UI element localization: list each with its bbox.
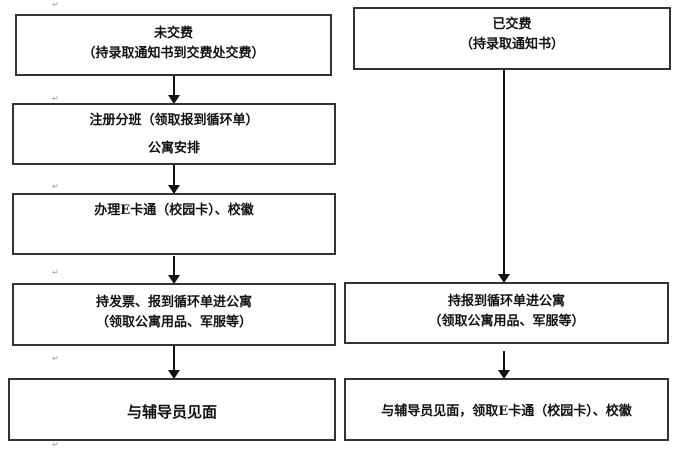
step-title: 办理E卡通（校园卡）、校徽 <box>94 203 254 218</box>
arrow-down <box>168 256 180 284</box>
arrow-down <box>498 70 510 283</box>
step-unpaid: 未交费 （持录取通知书到交费处交费） <box>15 14 332 76</box>
step-note: （持录取通知书） <box>459 37 564 52</box>
paragraph-mark: ↵ <box>52 182 59 191</box>
paragraph-mark: ↵ <box>52 0 59 9</box>
step-note: （领取公寓用品、军服等） <box>428 314 585 329</box>
arrow-down <box>168 165 180 194</box>
step-note: 公寓安排 <box>147 141 200 156</box>
arrow-down <box>168 76 180 104</box>
step-meet-counselor: 与辅导员见面 <box>8 378 336 441</box>
step-note: （持录取通知书到交费处交费） <box>82 46 265 61</box>
step-paid: 已交费 （持录取通知书） <box>353 7 671 70</box>
paragraph-mark: ↵ <box>52 354 59 363</box>
step-meet-counselor-paid: 与辅导员见面，领取E卡通（校园卡）、校徽 <box>344 378 669 441</box>
step-title: 注册分班（领取报到循环单） <box>89 113 259 128</box>
step-title: 持发票、报到循环单进公寓 <box>95 295 252 310</box>
step-register-class: 注册分班（领取报到循环单） 公寓安排 <box>12 103 336 165</box>
step-enter-dorm: 持发票、报到循环单进公寓 （领取公寓用品、军服等） <box>12 283 336 346</box>
step-note: （领取公寓用品、军服等） <box>95 315 252 330</box>
step-title: 与辅导员见面 <box>126 403 217 421</box>
step-campus-card: 办理E卡通（校园卡）、校徽 <box>12 193 336 255</box>
paragraph-mark: ↵ <box>52 268 59 277</box>
arrow-down <box>498 351 510 379</box>
paragraph-mark: ↵ <box>52 440 59 449</box>
paragraph-mark: ↵ <box>52 94 59 103</box>
arrow-down <box>168 346 180 379</box>
step-enter-dorm-paid: 持报到循环单进公寓 （领取公寓用品、军服等） <box>344 282 669 344</box>
step-title: 持报到循环单进公寓 <box>447 294 565 309</box>
step-title: 与辅导员见面，领取E卡通（校园卡）、校徽 <box>381 404 632 419</box>
step-title: 未交费 <box>153 26 193 41</box>
step-title: 已交费 <box>492 17 532 32</box>
